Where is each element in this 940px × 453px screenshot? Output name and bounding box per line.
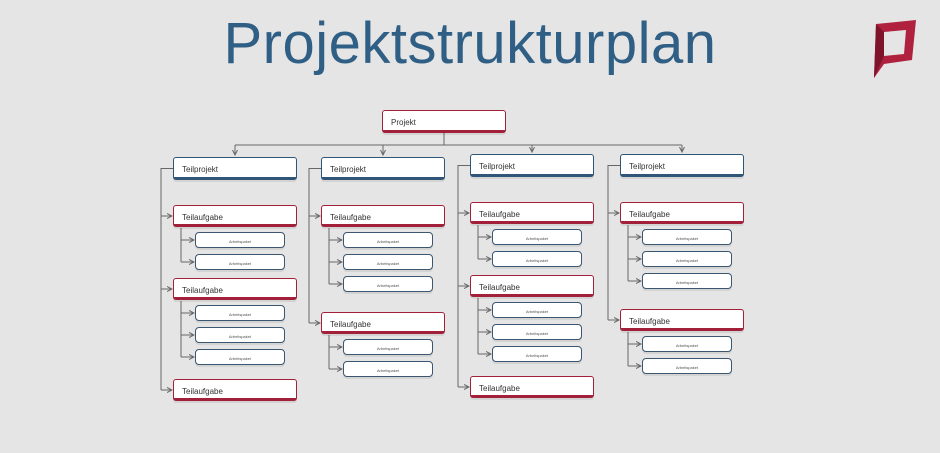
work-package-node: Arbeitspaket xyxy=(642,251,732,267)
connector-line xyxy=(308,168,321,323)
work-package-node: Arbeitspaket xyxy=(195,327,285,343)
task-node: Teilaufgabe xyxy=(173,379,297,401)
task-node: Teilaufgabe xyxy=(470,202,594,224)
work-package-node: Arbeitspaket xyxy=(492,302,582,318)
work-package-node: Arbeitspaket xyxy=(642,336,732,352)
work-package-node: Arbeitspaket xyxy=(642,229,732,245)
task-node: Teilaufgabe xyxy=(620,202,744,224)
brand-logo-icon xyxy=(874,20,916,78)
work-package-node: Arbeitspaket xyxy=(492,251,582,267)
work-package-node: Arbeitspaket xyxy=(642,358,732,374)
work-package-node: Arbeitspaket xyxy=(195,232,285,248)
root-node: Projekt xyxy=(382,110,506,133)
work-package-node: Arbeitspaket xyxy=(195,254,285,270)
work-package-node: Arbeitspaket xyxy=(343,254,433,270)
subproject-node: Teilprojekt xyxy=(470,154,594,177)
task-node: Teilaufgabe xyxy=(470,275,594,297)
connector-line xyxy=(160,168,173,390)
work-package-node: Arbeitspaket xyxy=(343,232,433,248)
connector-line xyxy=(457,165,470,387)
subproject-node: Teilprojekt xyxy=(173,157,297,180)
work-package-node: Arbeitspaket xyxy=(195,349,285,365)
work-package-node: Arbeitspaket xyxy=(492,346,582,362)
connector-line xyxy=(607,165,620,320)
task-node: Teilaufgabe xyxy=(620,309,744,331)
task-node: Teilaufgabe xyxy=(470,376,594,398)
page-title: Projektstrukturplan xyxy=(223,11,717,76)
task-node: Teilaufgabe xyxy=(173,278,297,300)
work-package-node: Arbeitspaket xyxy=(343,339,433,355)
task-node: Teilaufgabe xyxy=(321,205,445,227)
work-package-node: Arbeitspaket xyxy=(343,361,433,377)
work-package-node: Arbeitspaket xyxy=(642,273,732,289)
work-package-node: Arbeitspaket xyxy=(195,305,285,321)
work-package-node: Arbeitspaket xyxy=(492,229,582,245)
task-node: Teilaufgabe xyxy=(321,312,445,334)
subproject-node: Teilprojekt xyxy=(620,154,744,177)
work-package-node: Arbeitspaket xyxy=(343,276,433,292)
work-package-node: Arbeitspaket xyxy=(492,324,582,340)
subproject-node: Teilprojekt xyxy=(321,157,445,180)
task-node: Teilaufgabe xyxy=(173,205,297,227)
